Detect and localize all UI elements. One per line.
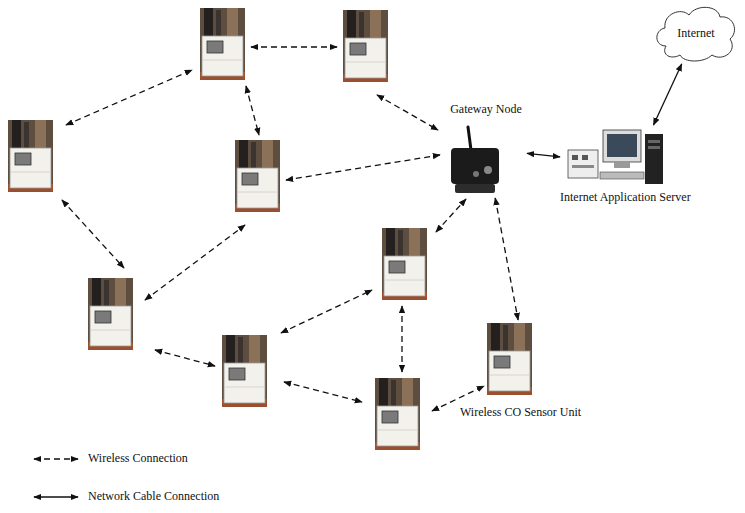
wireless-connector (495, 198, 518, 320)
node-label: Gateway Node (450, 102, 522, 116)
gateway-device (451, 127, 499, 193)
wireless-links (62, 47, 484, 411)
sensor-unit (487, 323, 532, 395)
cloud-node: Internet (652, 2, 740, 64)
legend-samples (34, 459, 78, 497)
node-label: Internet (677, 26, 714, 40)
network-node: Wireless CO Sensor Unit (455, 320, 600, 420)
legend-entry: Wireless Connection (88, 451, 188, 465)
sensor-unit (382, 228, 427, 300)
legend-text: Wireless Connection (88, 451, 188, 465)
legend-text: Network Cable Connection (88, 489, 219, 503)
cable-connector (527, 153, 560, 157)
sensor-unit (222, 335, 267, 407)
sensor-unit (88, 278, 133, 350)
sensor-unit (375, 378, 420, 450)
sensor-unit (8, 120, 53, 192)
sensor-unit (343, 10, 388, 82)
server-computer (568, 130, 663, 184)
sensor-unit (200, 8, 245, 80)
network-node: Internet Application Server (560, 125, 710, 205)
node-label: Wireless CO Sensor Unit (460, 405, 581, 419)
node-label: Internet Application Server (560, 190, 691, 204)
legend-entry: Network Cable Connection (88, 489, 219, 503)
cable-connector (654, 64, 682, 125)
network-node: Gateway Node (445, 100, 527, 198)
sensor-unit (235, 140, 280, 212)
